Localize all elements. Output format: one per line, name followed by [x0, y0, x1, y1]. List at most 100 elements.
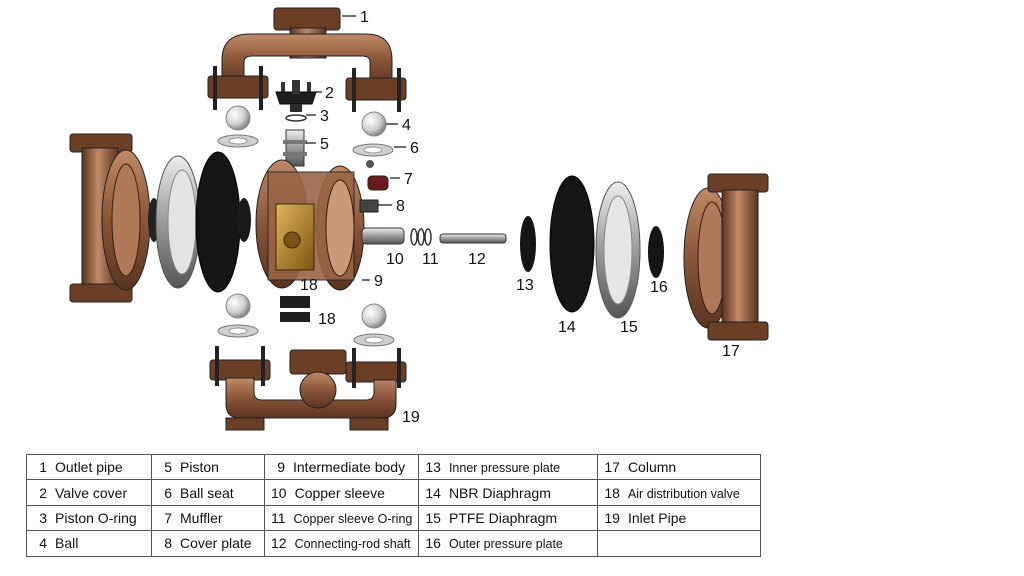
- callout-3: 3: [320, 108, 329, 125]
- table-cell: 1 Outlet pipe: [26, 453, 152, 481]
- part-number: 15: [425, 509, 441, 526]
- part-number: 13: [425, 459, 441, 476]
- part-name: Air distribution valve: [627, 486, 740, 501]
- callout-19: 19: [402, 409, 420, 426]
- callout-10: 10: [386, 251, 404, 268]
- leader-lines: [306, 15, 406, 281]
- table-cell: 11 Copper sleeve O-ring: [263, 504, 420, 532]
- part-name: Copper sleeve: [294, 484, 385, 501]
- table-cell: 12 Connecting-rod shaft: [263, 530, 420, 557]
- part-number: 2: [39, 484, 47, 501]
- table-cell: 9 Intermediate body: [263, 453, 420, 481]
- part-name: Ball: [55, 535, 79, 552]
- callout-12: 12: [468, 251, 486, 268]
- part-name: Piston O-ring: [55, 509, 137, 526]
- part-number: 10: [271, 484, 287, 501]
- part-number: 8: [164, 535, 172, 552]
- table-cell: 6 Ball seat: [151, 479, 265, 506]
- table-cell: 8 Cover plate: [151, 530, 265, 557]
- right-column-drawing: [683, 173, 769, 341]
- part-number: 19: [604, 509, 620, 526]
- callout-9: 9: [374, 273, 383, 290]
- muffler-drawing: [366, 160, 389, 191]
- part-number: 7: [164, 509, 172, 526]
- part-name: PTFE Diaphragm: [448, 509, 558, 526]
- table-row: 1 Outlet pipe 5 Piston 9 Intermediate body 13 I…: [26, 453, 762, 481]
- callout-11: 11: [422, 251, 439, 268]
- part-number: 1: [39, 459, 47, 476]
- diaphragm-drawing: [148, 151, 251, 293]
- callout-13: 13: [516, 277, 534, 294]
- part-number: 6: [164, 484, 172, 501]
- outlet-pipe-drawing: [207, 7, 407, 112]
- valve-cover-drawing: [275, 80, 317, 112]
- part-name: Outer pressure plate: [448, 537, 563, 552]
- inlet-pipe-drawing: [209, 346, 407, 431]
- table-cell: 10 Copper sleeve: [263, 479, 420, 506]
- table-cell: 16 Outer pressure plate: [418, 530, 599, 557]
- table-cell: 14 NBR Diaphragm: [418, 479, 599, 506]
- callout-17: 17: [722, 343, 740, 360]
- shaft-drawing: [361, 227, 507, 246]
- callout-14: 14: [558, 319, 576, 336]
- part-name: Piston: [180, 459, 219, 476]
- part-name: Inlet Pipe: [627, 509, 687, 526]
- part-name: Valve cover: [55, 484, 128, 501]
- callout-2: 2: [325, 85, 334, 102]
- piston-drawing: [283, 129, 307, 167]
- column-drawing: [69, 133, 151, 303]
- callout-1: 1: [360, 9, 369, 26]
- table-cell: 18 Air distribution valve: [597, 479, 762, 506]
- ball-drawing: [225, 105, 387, 329]
- table-cell: 19 Inlet Pipe: [597, 504, 762, 532]
- table-row: 2 Valve cover 6 Ball seat 10 Copper sleeve 14 N…: [26, 479, 762, 506]
- table-cell: 4 Ball: [26, 530, 152, 557]
- callout-8: 8: [396, 198, 405, 215]
- callout-7: 7: [404, 171, 413, 188]
- callout-18a: 18: [300, 277, 318, 294]
- part-number: 16: [425, 535, 441, 552]
- cover-plate-drawing: [359, 199, 379, 213]
- part-name: Inner pressure plate: [448, 461, 561, 476]
- table-cell: 17 Column: [597, 453, 762, 481]
- part-number: 11: [271, 509, 286, 526]
- part-number: 4: [39, 535, 47, 552]
- callout-18b: 18: [318, 311, 336, 328]
- table-cell: 7 Muffler: [151, 504, 265, 532]
- table-cell: 15 PTFE Diaphragm: [418, 504, 599, 532]
- part-number: 18: [604, 484, 620, 501]
- part-name: NBR Diaphragm: [448, 484, 551, 501]
- part-name: Outlet pipe: [55, 459, 123, 476]
- table-cell: 3 Piston O-ring: [26, 504, 152, 532]
- part-number: 12: [271, 535, 287, 552]
- part-name: Ball seat: [180, 484, 234, 501]
- table-cell: 5 Piston: [151, 453, 265, 481]
- part-name: Connecting-rod shaft: [294, 537, 411, 552]
- callout-5: 5: [320, 136, 329, 153]
- exploded-pump-diagram: 1 2 3 4 5 6 7 8 9 10 11 12 13 14 15 16 1…: [69, 7, 769, 431]
- part-number: 3: [39, 509, 47, 526]
- part-number: 9: [277, 459, 285, 476]
- part-name: Muffler: [180, 509, 223, 526]
- table-cell: 2 Valve cover: [26, 479, 152, 506]
- table-cell: 13 Inner pressure plate: [418, 453, 599, 481]
- part-name: Copper sleeve O-ring: [293, 511, 413, 526]
- part-number: 17: [604, 459, 620, 476]
- callout-labels: 1 2 3 4 5 6 7 8 9 10 11 12 13 14 15 16 1…: [300, 9, 740, 426]
- part-name: Cover plate: [180, 535, 252, 552]
- o-ring-drawing: [285, 114, 307, 122]
- table-row: 3 Piston O-ring 7 Muffler 11 Copper sleeve O-…: [26, 504, 762, 532]
- part-name: Intermediate body: [293, 459, 406, 476]
- callout-15: 15: [620, 319, 638, 336]
- callout-6: 6: [410, 140, 419, 157]
- part-number: 14: [425, 484, 441, 501]
- part-name: Column: [627, 459, 677, 476]
- part-number: 5: [164, 459, 172, 476]
- callout-16: 16: [650, 279, 668, 296]
- air-valve-drawing: [275, 203, 315, 322]
- callout-4: 4: [402, 117, 411, 134]
- ball-seat-drawing: [217, 134, 395, 347]
- table-cell: [597, 530, 762, 557]
